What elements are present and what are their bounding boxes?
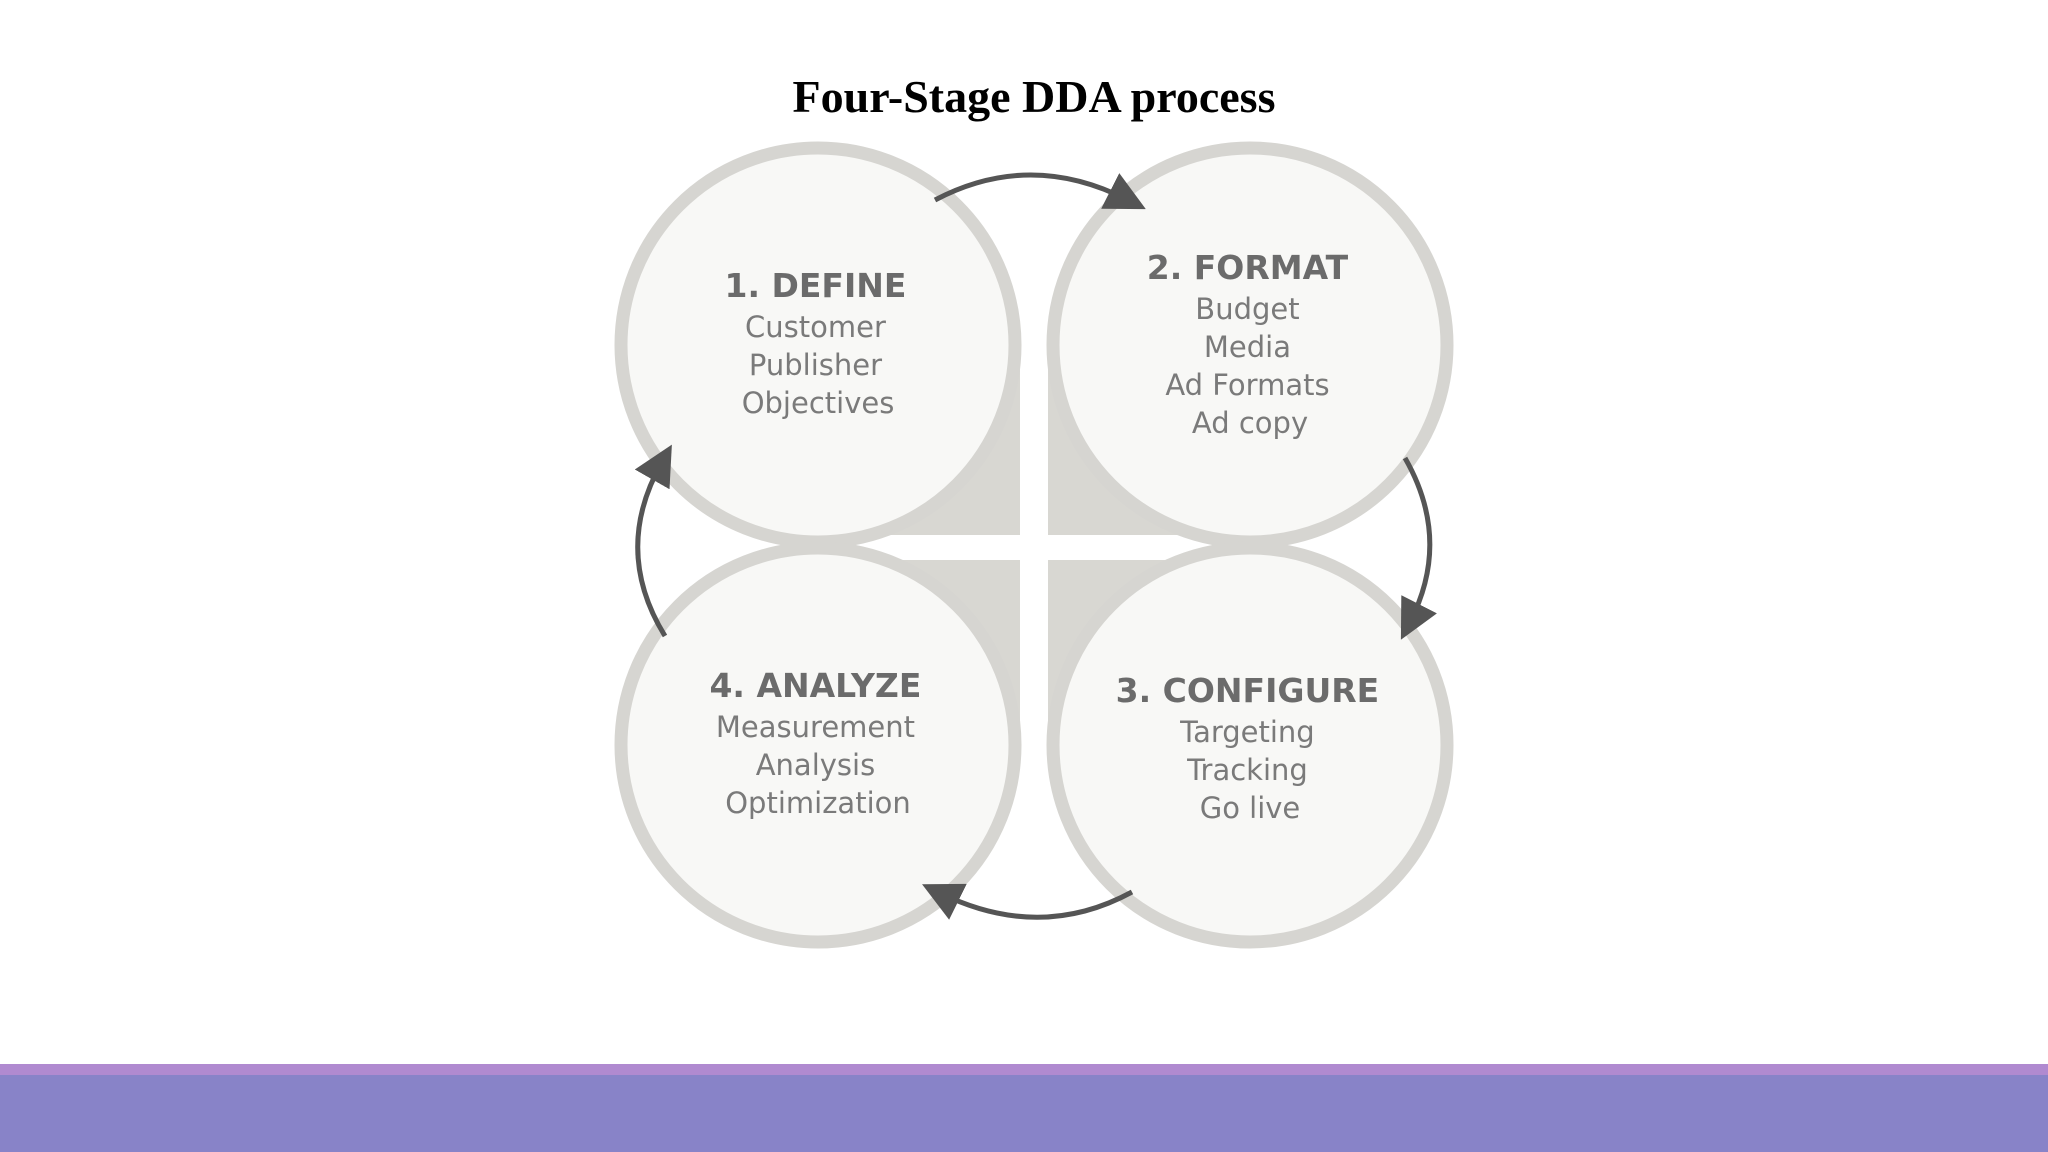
stage-item: Customer	[745, 310, 886, 344]
stage-circle-define	[614, 141, 1022, 549]
stage-text-analyze: 4. ANALYZE Measurement Analysis Optimiza…	[709, 666, 926, 820]
stage-text-define: 1. DEFINE Customer Publisher Objectives	[725, 266, 912, 420]
stage-item: Media	[1204, 330, 1291, 364]
stage-item: Publisher	[749, 348, 882, 382]
stage-item: Ad copy	[1192, 406, 1308, 440]
stage-item: Measurement	[716, 710, 915, 744]
stage-item: Targeting	[1179, 715, 1315, 749]
stage-title: 2. FORMAT	[1147, 248, 1349, 287]
stage-item: Ad Formats	[1165, 368, 1329, 402]
stage-item: Analysis	[756, 748, 875, 782]
slide-title: Four-Stage DDA process	[792, 71, 1276, 122]
arrow-configure-to-analyze	[922, 883, 1134, 920]
stage-text-format: 2. FORMAT Budget Media Ad Formats Ad cop…	[1147, 248, 1353, 440]
stage-circle-configure	[1046, 541, 1454, 949]
footer-band	[0, 1075, 2048, 1152]
stage-title: 4. ANALYZE	[709, 666, 921, 705]
stage-circle-analyze	[614, 541, 1022, 949]
stage-item: Budget	[1195, 292, 1299, 326]
stage-item: Tracking	[1186, 753, 1308, 787]
stage-item: Go live	[1200, 791, 1301, 825]
arrow-format-to-configure	[1400, 456, 1437, 640]
footer-accent-stripe	[0, 1064, 2048, 1075]
stage-title: 1. DEFINE	[725, 266, 907, 305]
arrow-analyze-to-define	[634, 444, 672, 638]
stage-item: Optimization	[725, 786, 911, 820]
stage-item: Objectives	[742, 386, 895, 420]
stage-title: 3. CONFIGURE	[1116, 671, 1380, 710]
stage-text-configure: 3. CONFIGURE Targeting Tracking Go live	[1116, 671, 1385, 825]
arrow-define-to-format	[933, 172, 1146, 210]
